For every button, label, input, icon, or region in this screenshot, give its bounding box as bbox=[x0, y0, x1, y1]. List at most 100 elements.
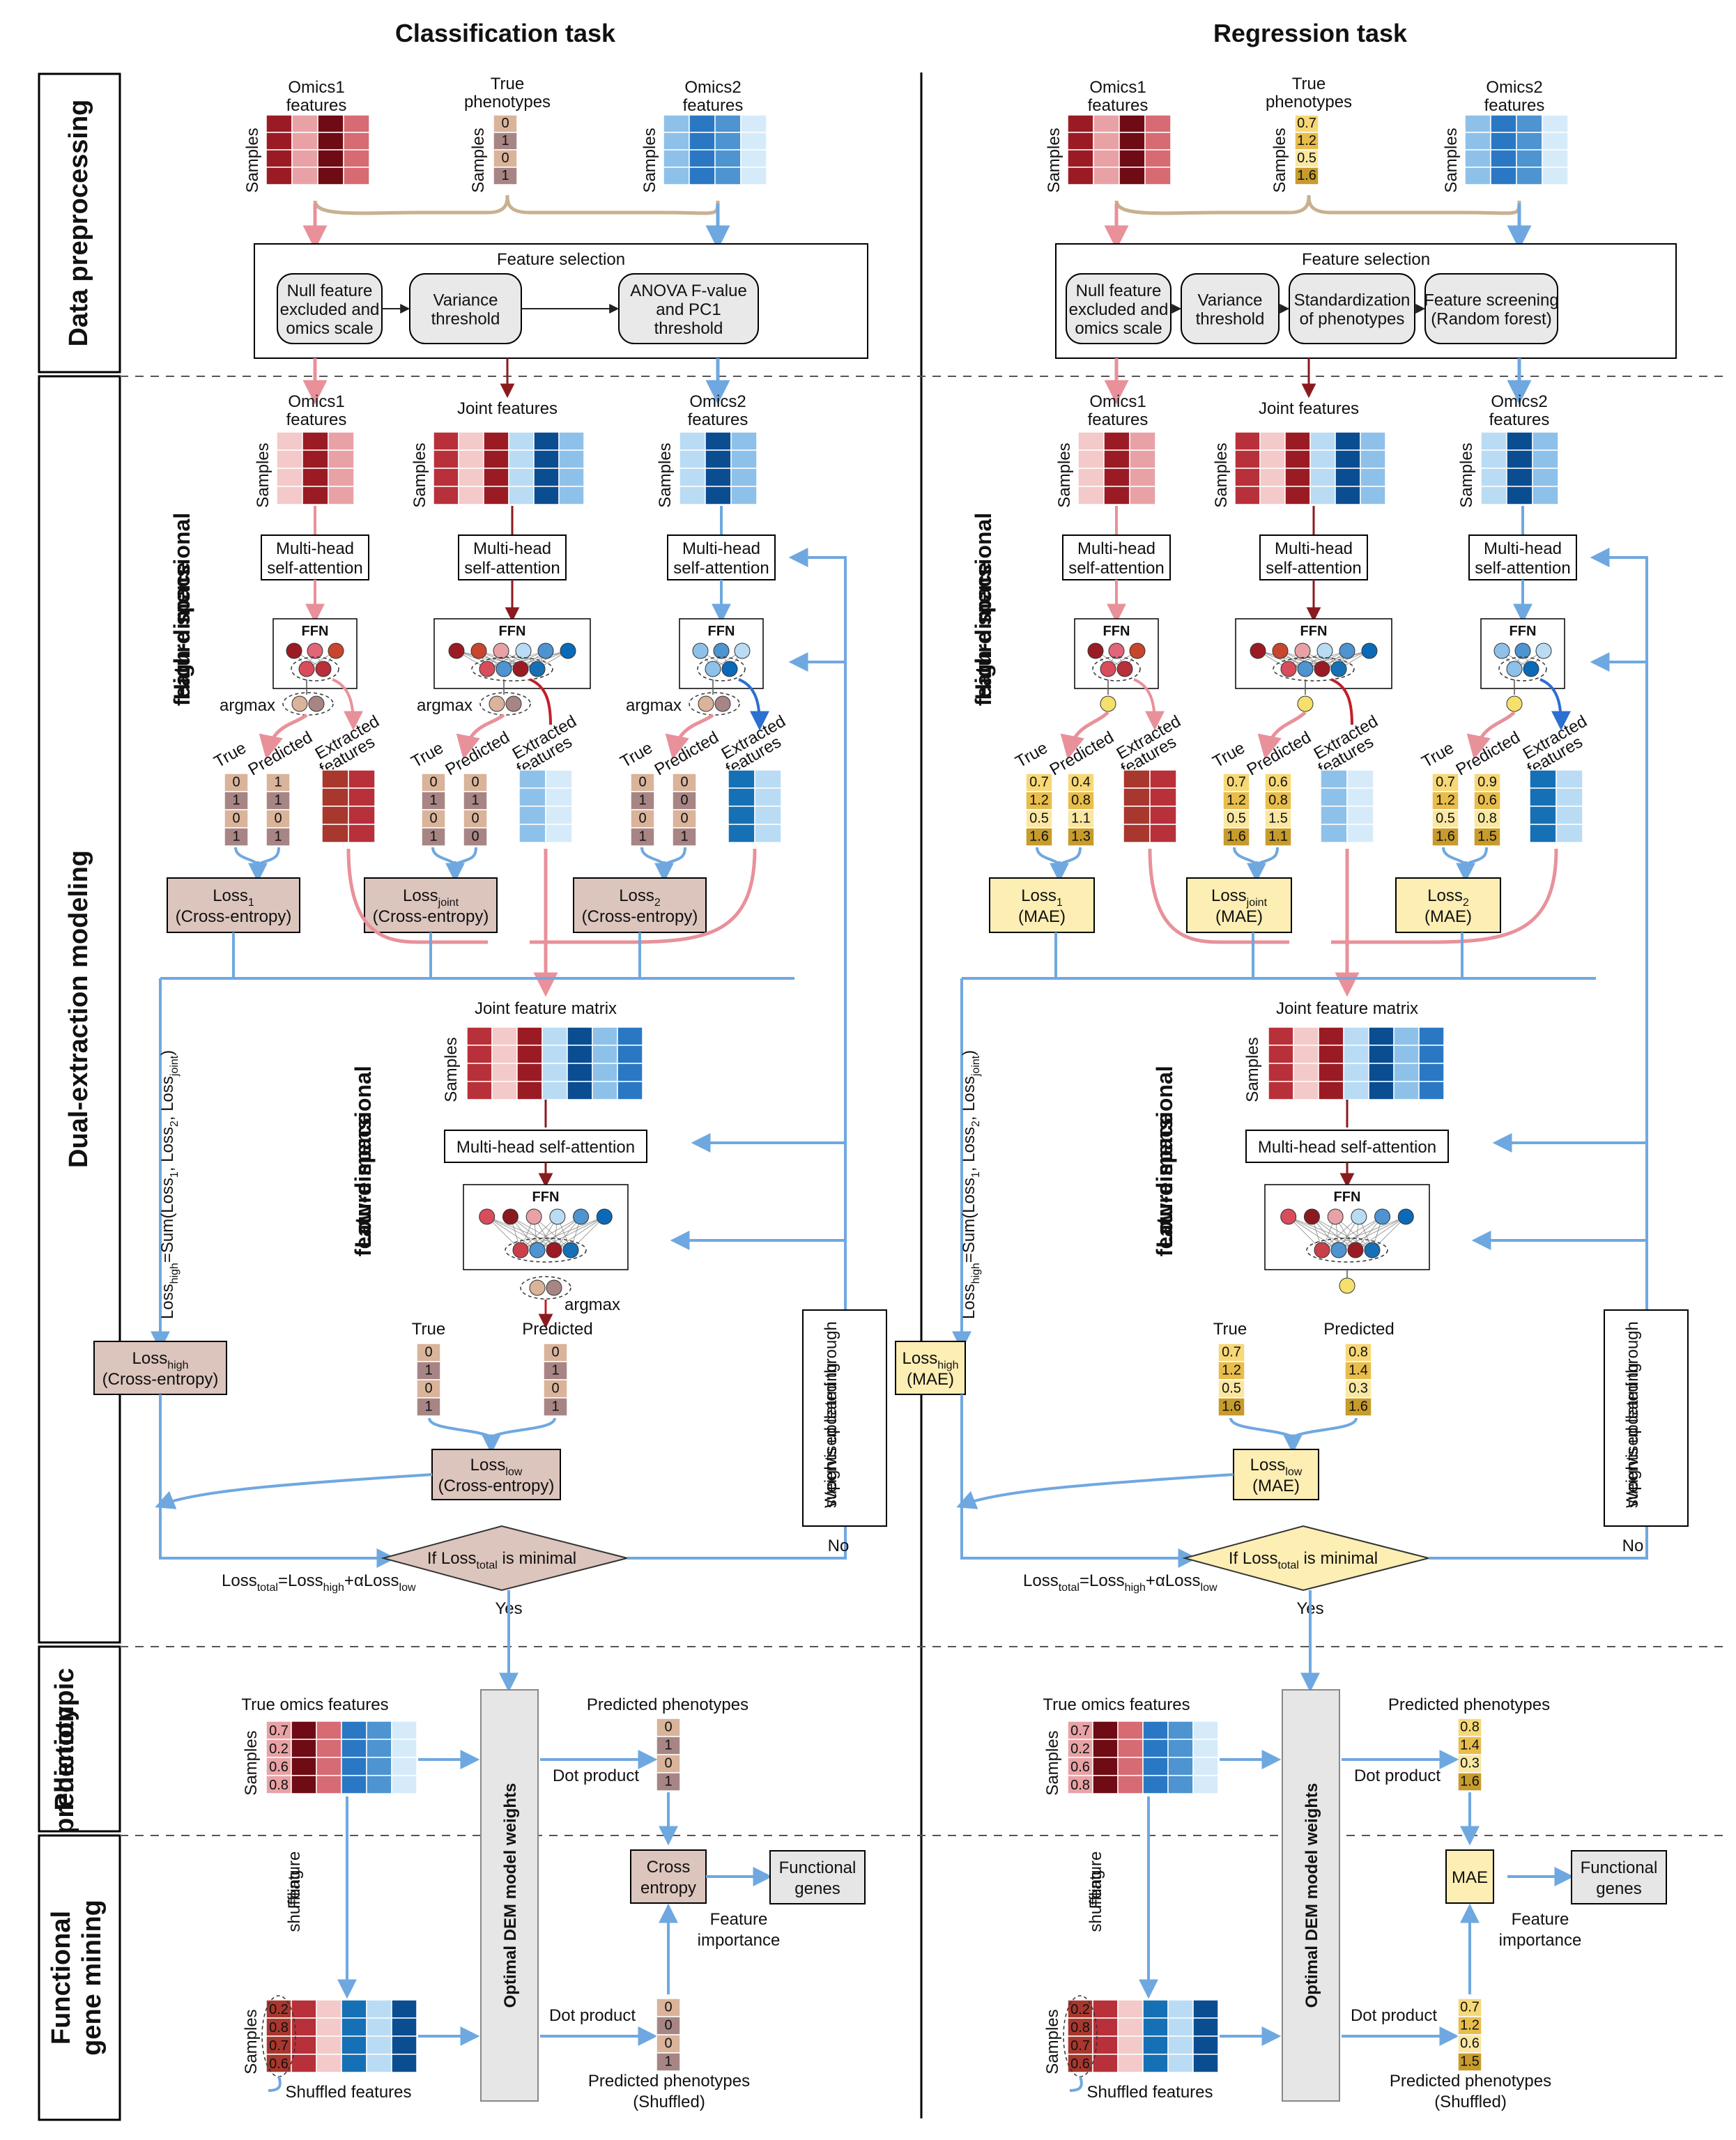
heatmap-cell bbox=[1067, 114, 1094, 133]
heatmap-cell bbox=[1360, 431, 1386, 451]
ffn-label: FFN bbox=[1510, 624, 1537, 639]
heatmap-cell bbox=[1284, 431, 1311, 451]
selection-step-3-text: threshold bbox=[654, 319, 723, 338]
low-dimensional-label: Low-dimensional bbox=[351, 1065, 376, 1247]
loss-high-formula: Losshigh=Sum(Loss1, Loss2, Lossjoint) bbox=[960, 1050, 982, 1319]
heatmap-cell bbox=[343, 114, 370, 133]
selection-step-2-text: Variance bbox=[1198, 291, 1263, 310]
value-text: 0 bbox=[501, 151, 509, 166]
heatmap-cell bbox=[1077, 468, 1105, 487]
omics2-heatmap bbox=[663, 114, 767, 185]
heatmap-cell bbox=[433, 431, 459, 451]
mhsa-block-3 bbox=[667, 534, 776, 580]
heatmap-cell bbox=[291, 1757, 317, 1776]
heatmap-cell bbox=[1542, 132, 1569, 151]
heatmap-cell bbox=[1259, 431, 1286, 451]
shuffled-heatmap-blue bbox=[341, 1999, 417, 2073]
feature-shuffling-label: Feature bbox=[1086, 1852, 1105, 1909]
ffn-node bbox=[1339, 642, 1355, 659]
shuffled-value: 0.8 bbox=[1070, 2020, 1090, 2035]
value-cell bbox=[1222, 827, 1250, 847]
predicted-label: Predicted bbox=[1453, 728, 1523, 779]
heatmap-cell bbox=[541, 1081, 568, 1100]
heatmap-cell bbox=[458, 431, 484, 451]
arrow-to-predicted bbox=[259, 713, 308, 760]
high-dimensional-label: feature space bbox=[971, 562, 996, 706]
value-cell bbox=[672, 773, 697, 792]
joint-features-title: Joint features bbox=[1259, 399, 1359, 418]
heatmap-cell bbox=[1506, 468, 1533, 487]
heatmap-cell bbox=[1393, 1045, 1420, 1064]
heatmap-cell bbox=[1335, 468, 1361, 487]
heatmap-cell bbox=[491, 1081, 518, 1100]
heatmap-cell bbox=[1506, 449, 1533, 469]
heatmap-cell bbox=[458, 486, 484, 505]
heatmap-cell bbox=[1067, 132, 1094, 151]
joint-heatmap-hd-red bbox=[1234, 431, 1311, 505]
heatmap-cell bbox=[705, 431, 732, 451]
heatmap-cell bbox=[1077, 486, 1105, 505]
selection-step-1-text: Null feature bbox=[1076, 282, 1162, 300]
value-text: 1 bbox=[429, 829, 437, 845]
heatmap-cell bbox=[567, 1026, 593, 1046]
heatmap-cell bbox=[328, 431, 355, 451]
ffn-node bbox=[529, 661, 546, 677]
weights-updated-text: supervised learning bbox=[1623, 1363, 1642, 1508]
mhsa-block-1-text: self-attention bbox=[267, 559, 362, 578]
value-cell bbox=[656, 1772, 681, 1792]
value-text: 1 bbox=[232, 829, 240, 845]
heatmap-cell bbox=[1093, 114, 1120, 133]
samples-label: Samples bbox=[243, 128, 262, 192]
ffn-edge bbox=[1355, 1216, 1406, 1251]
ffn-omics1: FFN bbox=[1074, 618, 1159, 689]
functional-genes-box-text: genes bbox=[1596, 1879, 1641, 1898]
heatmap-cell bbox=[1117, 1721, 1144, 1740]
value-cell bbox=[1344, 1343, 1372, 1362]
true-label: True bbox=[1210, 739, 1248, 772]
argmax-label: argmax bbox=[626, 696, 682, 715]
joint-feature-matrix-red bbox=[1268, 1026, 1344, 1100]
heatmap-cell bbox=[433, 449, 459, 469]
heatmap-cell bbox=[316, 1757, 342, 1776]
loss-box-1-text: Loss1 bbox=[1021, 886, 1063, 909]
heatmap-cell bbox=[433, 486, 459, 505]
heatmap-cell bbox=[328, 468, 355, 487]
selection-step-3-text: Standardization bbox=[1294, 291, 1411, 310]
predicted-label: Predicted bbox=[443, 728, 513, 779]
heatmap-cell bbox=[1309, 431, 1336, 451]
mhsa-block-2 bbox=[1259, 534, 1368, 580]
loss-box-1-text: (MAE) bbox=[1018, 907, 1066, 926]
loss-brace bbox=[1229, 1417, 1358, 1439]
mae-box bbox=[1445, 1849, 1494, 1904]
heatmap-cell bbox=[1343, 1026, 1369, 1046]
mhsa-low-block bbox=[444, 1130, 647, 1163]
heatmap-cell bbox=[558, 449, 585, 469]
true-omics-value: 0.8 bbox=[1070, 1778, 1090, 1793]
heatmap-cell bbox=[1142, 1757, 1169, 1776]
value-text: 0 bbox=[664, 2036, 672, 2052]
no-label: No bbox=[828, 1537, 850, 1555]
value-text: 0.5 bbox=[1029, 811, 1049, 826]
heatmap-cell bbox=[1093, 167, 1120, 185]
decision-text: If Losstotal is minimal bbox=[1229, 1549, 1378, 1571]
ffn-node bbox=[496, 661, 512, 677]
heatmap-cell bbox=[291, 149, 318, 168]
argmax-node bbox=[308, 695, 325, 712]
heatmap-cell bbox=[1346, 769, 1374, 789]
ffn-node bbox=[1493, 642, 1510, 659]
heatmap-cell bbox=[740, 149, 767, 168]
omics2-title: Omics2 bbox=[684, 78, 741, 97]
merge-brace bbox=[313, 194, 720, 215]
heatmap-cell bbox=[1490, 114, 1517, 133]
high-dimensional-label: High-dimensional bbox=[169, 513, 194, 700]
low-true-column: 0.71.20.51.6 bbox=[1217, 1343, 1245, 1417]
value-text: 1 bbox=[429, 793, 437, 808]
loss-high-box bbox=[93, 1341, 227, 1395]
heatmap-cell bbox=[1490, 167, 1517, 185]
shuffled-phenotypes-column: 0.71.20.61.5 bbox=[1457, 1998, 1482, 2072]
value-text: 1.6 bbox=[1349, 1399, 1368, 1415]
loss-box-2 bbox=[1186, 877, 1292, 933]
heatmap-cell bbox=[291, 1775, 317, 1794]
arrow-to-predicted bbox=[456, 713, 505, 760]
